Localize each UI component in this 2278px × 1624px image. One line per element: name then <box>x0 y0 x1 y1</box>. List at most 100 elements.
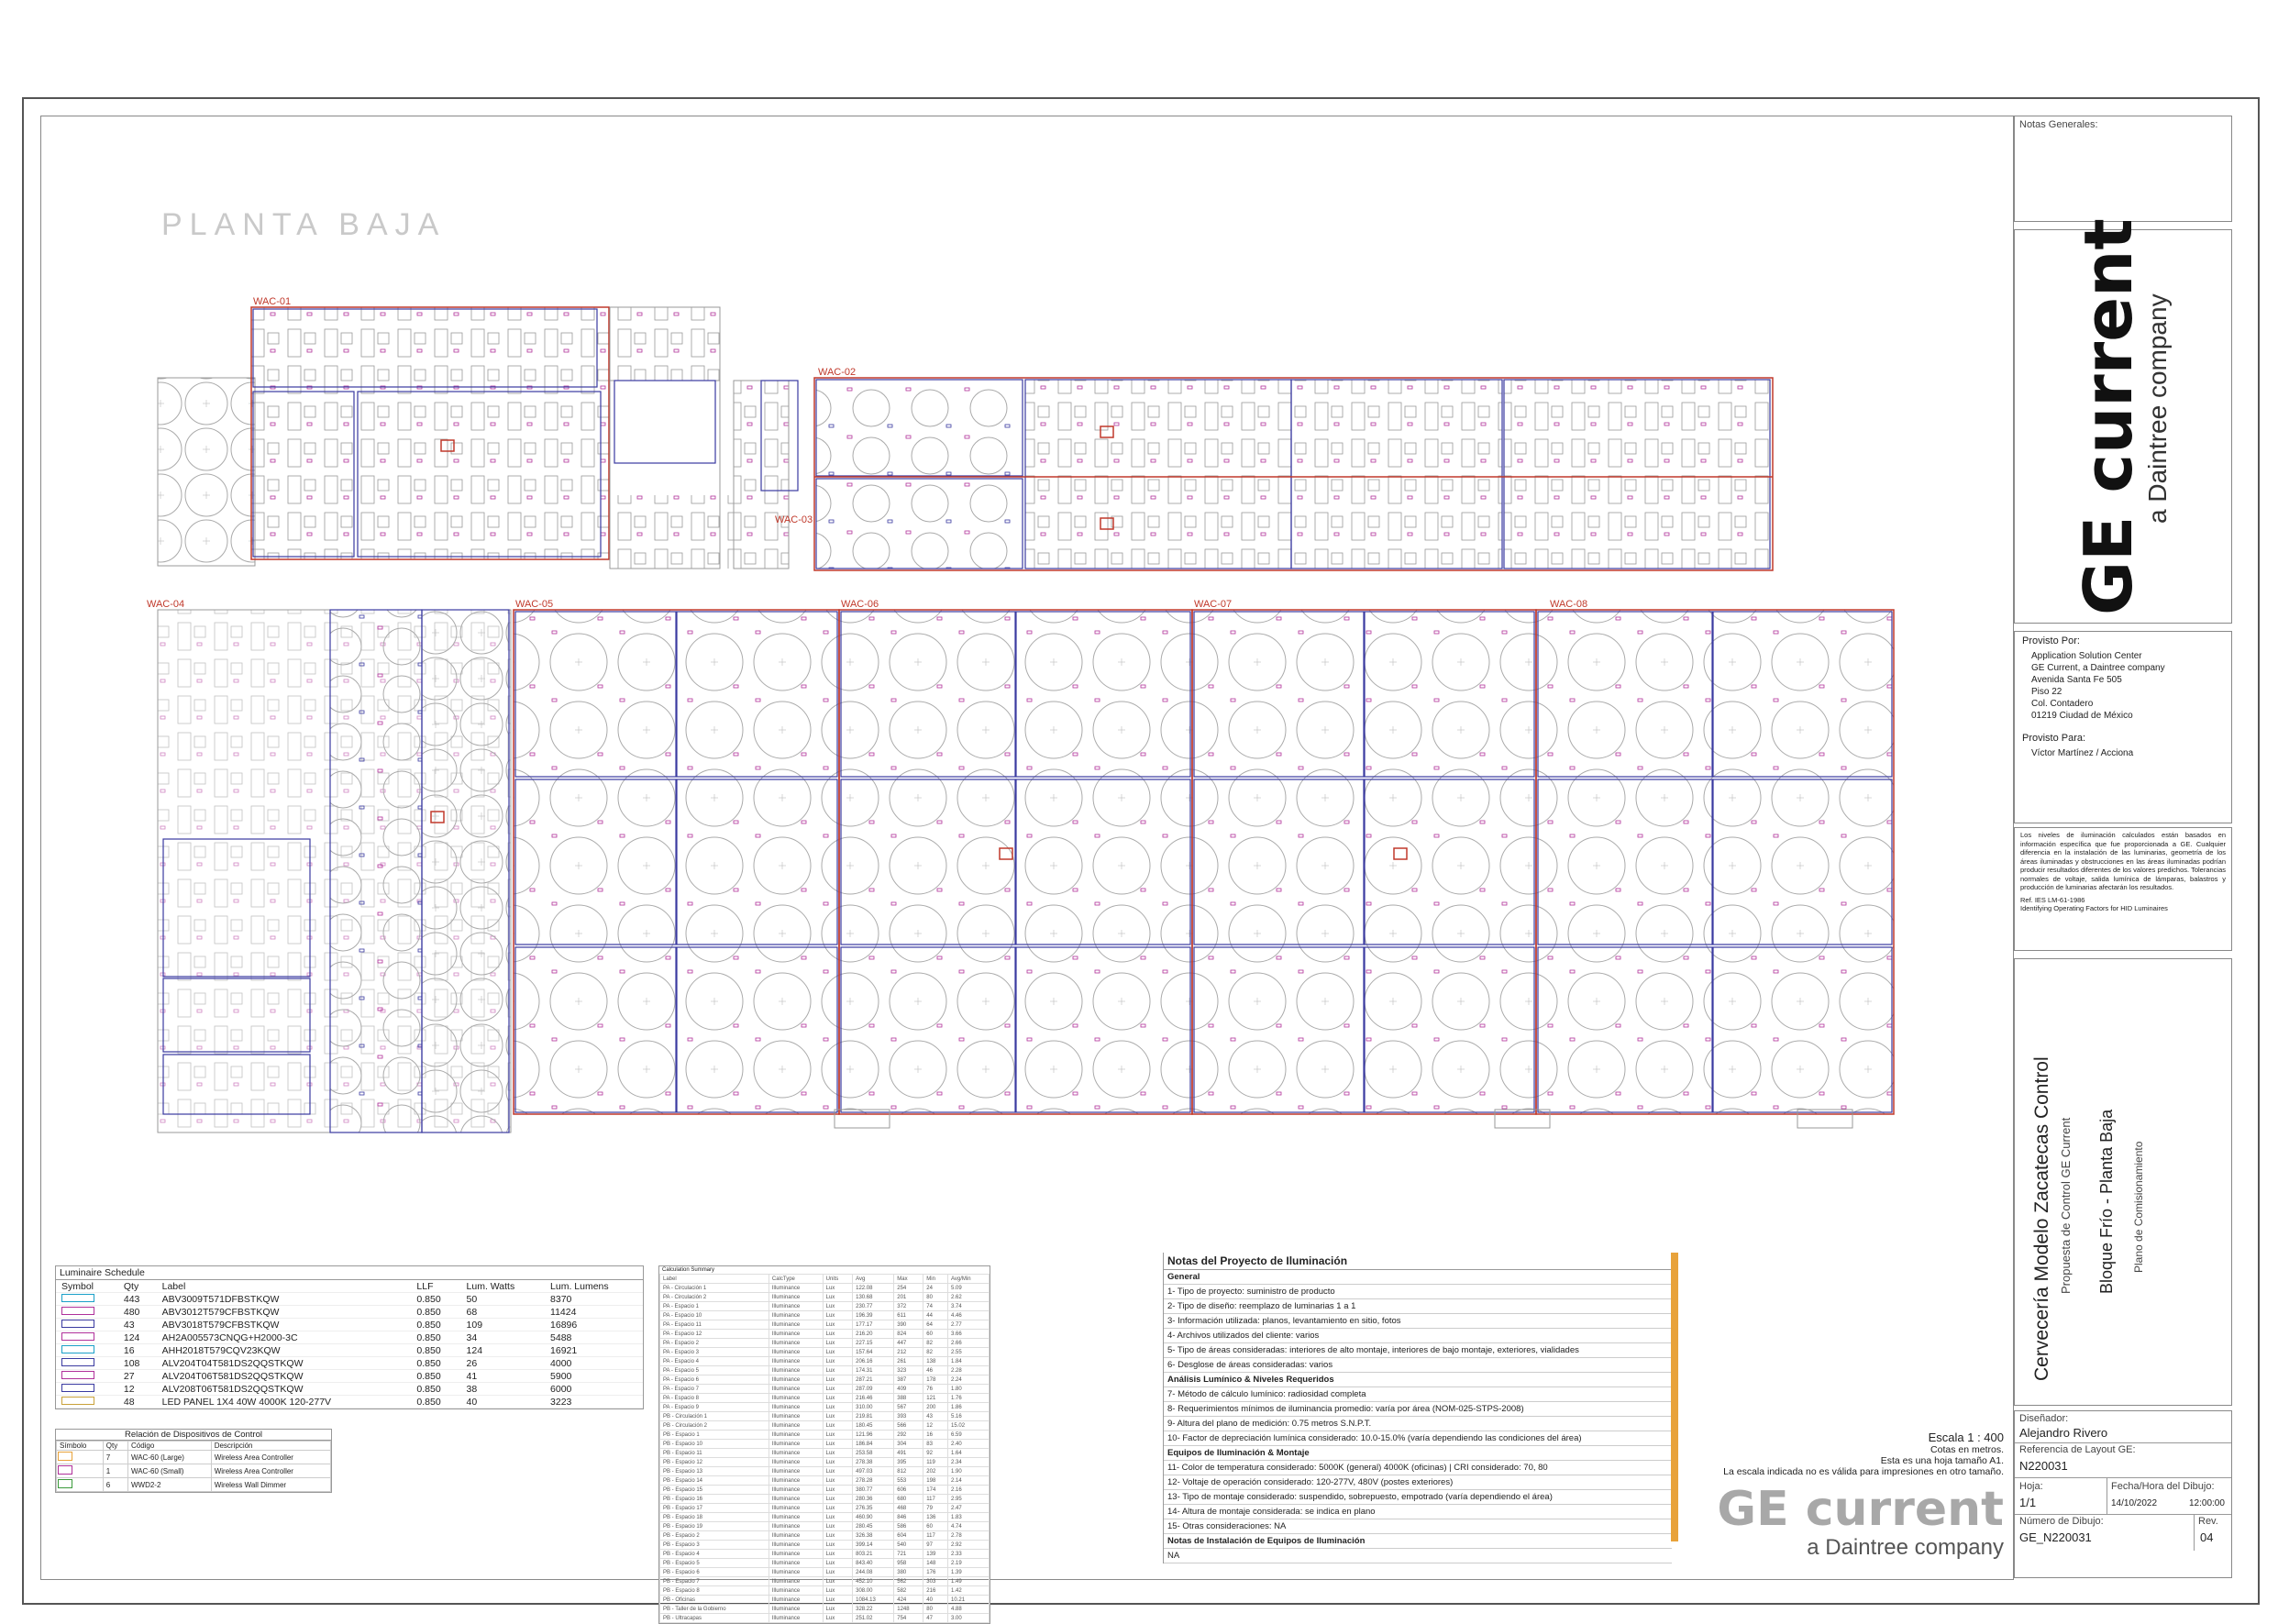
control-symbol-icon <box>56 1464 104 1478</box>
schedule-cell: 5488 <box>545 1331 643 1344</box>
logo-brand-vertical: GE current <box>2070 218 2147 615</box>
project-title-box: Cervecería Modelo Zacatecas Control Prop… <box>2014 958 2232 1406</box>
calc-cell: 846 <box>893 1512 924 1522</box>
calc-cell: Illuminance <box>768 1512 824 1522</box>
zone-label: WAC-06 <box>841 599 879 610</box>
calc-cell: PB - Espacio 2 <box>659 1530 769 1541</box>
calc-cell: PA - Circulación 2 <box>659 1292 769 1302</box>
schedule-cell: ABV3009T571DFBSTKQW <box>156 1292 412 1306</box>
schedule-cell: 0.850 <box>411 1292 461 1306</box>
provider-box: Provisto Por: Application Solution Cente… <box>2014 631 2232 823</box>
calc-cell: Lux <box>822 1503 854 1513</box>
schedule-cell: 11424 <box>545 1305 643 1319</box>
calc-table: Label CalcType Units Avg Max Min Avg/Min… <box>659 1274 990 1623</box>
calc-cell: Lux <box>822 1439 854 1449</box>
notes-title: Notas del Proyecto de Iluminación <box>1164 1253 1672 1270</box>
drawing-time: 12:00:00 <box>2189 1498 2225 1508</box>
calc-cell: Lux <box>822 1494 854 1504</box>
schedule-cell: 12 <box>117 1382 157 1396</box>
luminaire-symbol-icon <box>56 1343 118 1357</box>
calc-cell: Lux <box>822 1448 854 1458</box>
calc-cell: 409 <box>893 1384 924 1394</box>
schedule-cell: 0.850 <box>411 1318 461 1331</box>
revision: 04 <box>2200 1530 2214 1544</box>
project-title: Cervecería Modelo Zacatecas Control <box>2031 1056 2052 1381</box>
calc-cell: Lux <box>822 1292 854 1302</box>
notes-item: 1- Tipo de proyecto: suministro de produ… <box>1164 1285 1672 1299</box>
calc-cell: Illuminance <box>768 1466 824 1476</box>
calc-cell: 157.64 <box>852 1347 895 1357</box>
calc-cell: 390 <box>893 1320 924 1330</box>
calc-cell: 186.84 <box>852 1439 895 1449</box>
calc-cell: 2.14 <box>947 1475 990 1486</box>
schedule-cell: 68 <box>460 1305 546 1319</box>
notes-item: 2- Tipo de diseño: reemplazo de luminari… <box>1164 1299 1672 1314</box>
schedule-cell: 0.850 <box>411 1395 461 1409</box>
calc-cell: 1.76 <box>947 1393 990 1403</box>
control-cell: 7 <box>102 1450 128 1464</box>
calc-header: CalcType <box>768 1274 824 1284</box>
calc-cell: 60 <box>923 1521 949 1531</box>
notes-item: 4- Archivos utilizados del cliente: vari… <box>1164 1329 1672 1343</box>
schedule-cell: 0.850 <box>411 1356 461 1370</box>
luminaire-symbol-icon <box>56 1292 118 1306</box>
calc-cell: Lux <box>822 1457 854 1467</box>
calc-cell: Lux <box>822 1365 854 1375</box>
calc-cell: Lux <box>822 1375 854 1385</box>
calc-cell: Illuminance <box>768 1439 824 1449</box>
calc-cell: 177.17 <box>852 1320 895 1330</box>
calc-cell: 4.74 <box>947 1521 990 1531</box>
calc-cell: PA - Espacio 12 <box>659 1329 769 1339</box>
calc-cell: 958 <box>893 1558 924 1568</box>
calc-cell: 1.90 <box>947 1466 990 1476</box>
calc-cell: 680 <box>893 1494 924 1504</box>
provisto-para: Víctor Martínez / Acciona <box>2031 748 2134 758</box>
calc-cell: 200 <box>923 1402 949 1412</box>
calc-cell: 447 <box>893 1338 924 1348</box>
calc-cell: 251.02 <box>852 1613 895 1623</box>
calc-cell: 1.86 <box>947 1402 990 1412</box>
calc-cell: 80 <box>923 1292 949 1302</box>
calc-cell: 540 <box>893 1540 924 1550</box>
schedule-cell: 8370 <box>545 1292 643 1306</box>
calc-cell: 304 <box>893 1439 924 1449</box>
zone-label: WAC-08 <box>1550 599 1587 610</box>
calc-cell: 3.74 <box>947 1301 990 1311</box>
scale-line: La escala indicada no es válida para imp… <box>1723 1466 2004 1477</box>
luminaire-schedule: Luminaire Schedule Symbol Qty Label LLF … <box>55 1265 644 1409</box>
schedule-cell: 50 <box>460 1292 546 1306</box>
calc-cell: 1.64 <box>947 1448 990 1458</box>
schedule-header: Lum. Lumens <box>545 1280 643 1293</box>
scale-line: Cotas en metros. <box>1930 1444 2004 1455</box>
notes-item: 11- Color de temperatura considerado: 50… <box>1164 1461 1672 1475</box>
calc-cell: 43 <box>923 1411 949 1421</box>
layout-ref: N220031 <box>2019 1459 2068 1473</box>
calc-cell: Illuminance <box>768 1375 824 1385</box>
logo-brand: GE current <box>1717 1482 2004 1537</box>
schedule-header: Symbol <box>56 1280 118 1293</box>
calc-cell: 97 <box>923 1540 949 1550</box>
calc-cell: 74 <box>923 1301 949 1311</box>
provider-address-line: Application Solution Center <box>2031 651 2142 661</box>
disclaimer: Los niveles de iluminación calculados es… <box>2020 831 2226 891</box>
calc-cell: PB - Espacio 13 <box>659 1466 769 1476</box>
calc-cell: 553 <box>893 1475 924 1486</box>
schedule-cell: 26 <box>460 1356 546 1370</box>
calc-cell: 2.34 <box>947 1457 990 1467</box>
sheet-border <box>22 97 2260 1605</box>
calc-cell: PA - Espacio 11 <box>659 1320 769 1330</box>
schedule-cell: 109 <box>460 1318 546 1331</box>
calc-header: Units <box>822 1274 854 1284</box>
controls-header: Código <box>127 1441 212 1451</box>
designer-label: Diseñador: <box>2019 1413 2069 1424</box>
